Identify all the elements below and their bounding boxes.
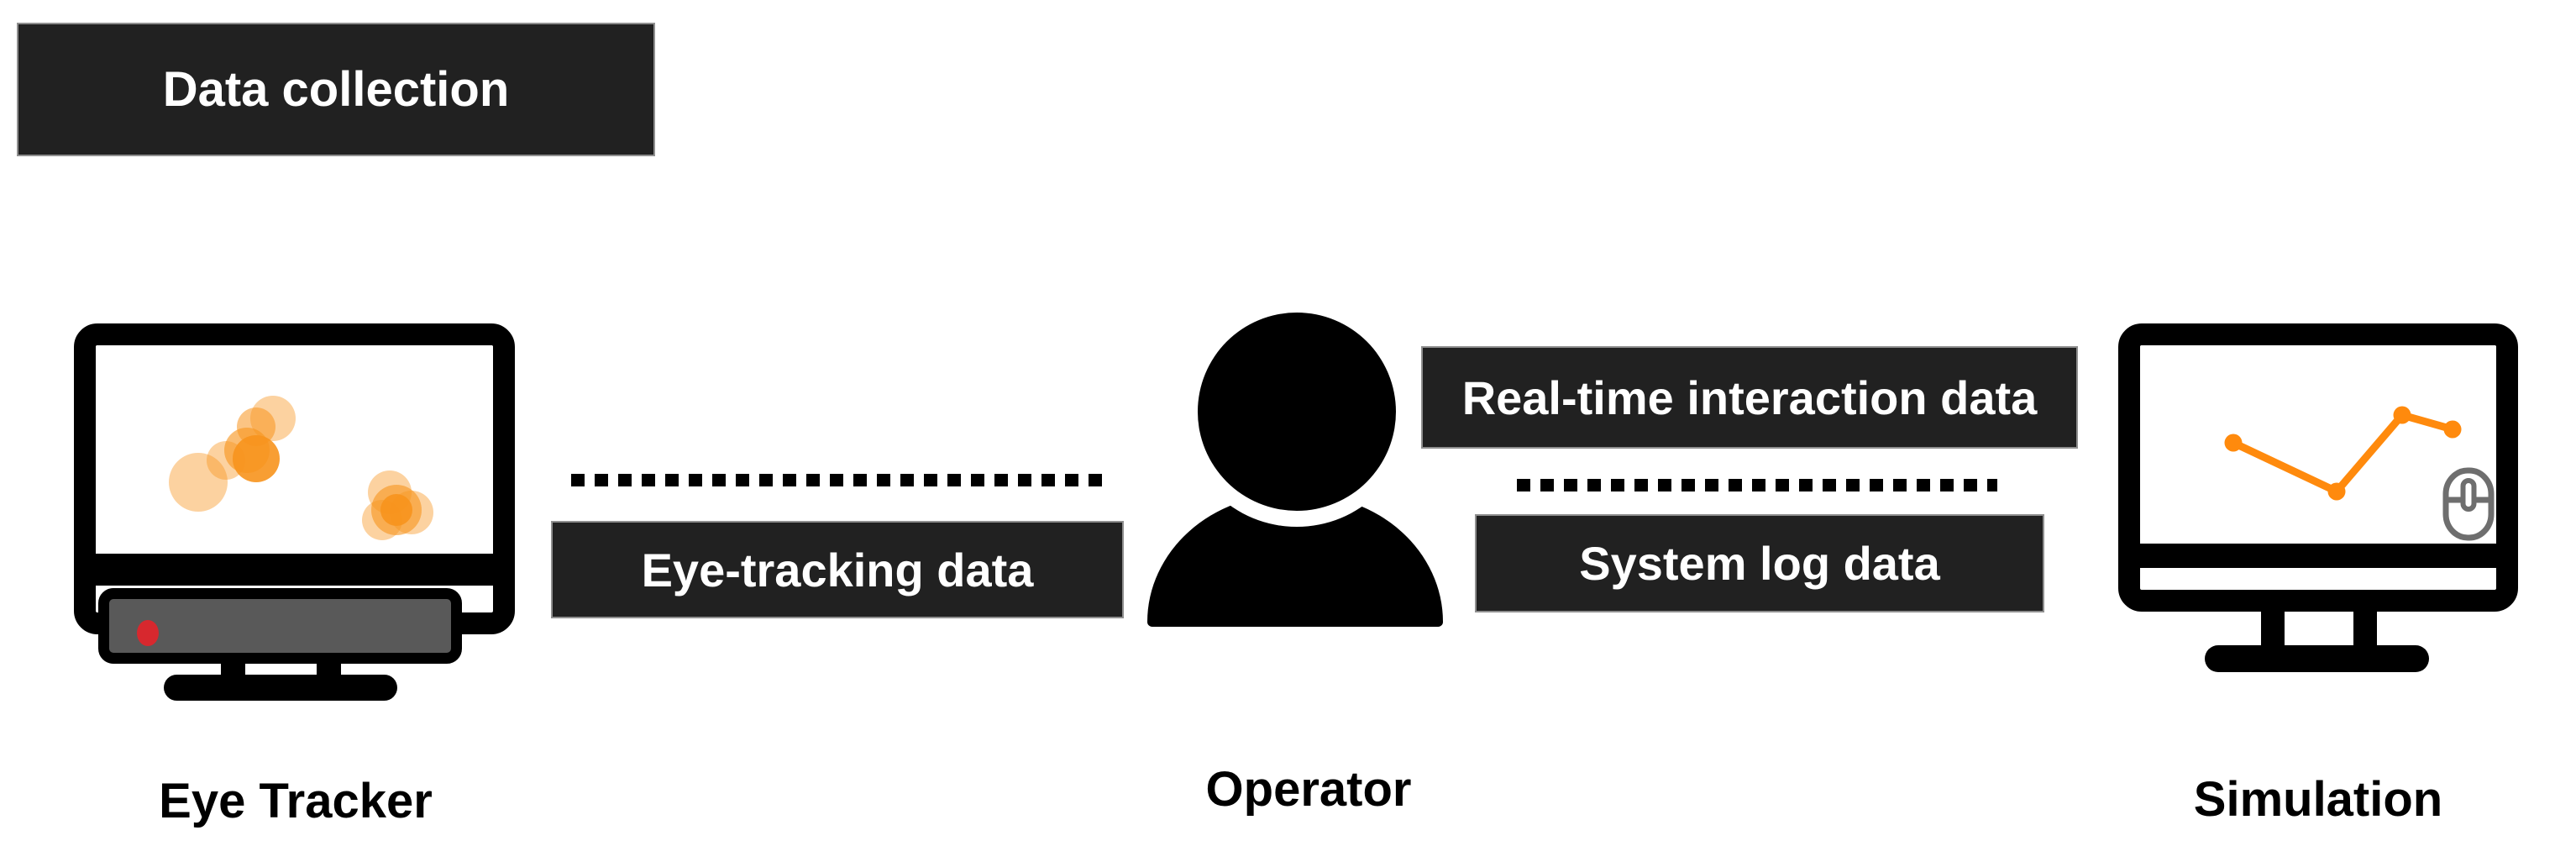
eye-tracking-data-label: Eye-tracking data (641, 543, 1034, 597)
simulation-stand-leg (2353, 612, 2377, 649)
simulation-bezel (2140, 544, 2496, 568)
eye-tracker-device-bar (98, 588, 462, 664)
eye-tracking-data-box: Eye-tracking data (551, 521, 1124, 618)
trace-point (2327, 482, 2346, 501)
realtime-interaction-data-box: Real-time interaction data (1421, 346, 2078, 449)
eye-tracker-stand-base (164, 675, 397, 701)
realtime-interaction-data-label: Real-time interaction data (1461, 371, 2038, 424)
system-log-data-label: System log data (1579, 537, 1940, 590)
simulation-stand-leg (2261, 612, 2285, 649)
simulation-label: Simulation (2193, 772, 2443, 827)
operator-label: Operator (1205, 762, 1412, 817)
operator-head-icon (1198, 313, 1396, 511)
eye-tracker-stand-leg (221, 659, 245, 677)
gaze-point (380, 494, 412, 526)
trace-line (2229, 410, 2457, 497)
gaze-point (169, 453, 228, 512)
data-collection-title-box: Data collection (17, 23, 655, 156)
eye-tracker-label: Eye Tracker (159, 774, 433, 828)
eye-tracker-bezel (96, 554, 493, 586)
gaze-heatmap-icon (169, 396, 433, 540)
system-log-data-box: System log data (1475, 514, 2044, 612)
simulation-monitor-icon (2118, 323, 2518, 612)
interaction-trace-icon (2224, 406, 2462, 501)
dotted-connector-eye-tracking (571, 474, 1102, 486)
trace-point (2393, 406, 2411, 424)
dotted-connector-system-log (1517, 479, 1997, 491)
eye-tracker-indicator-light (137, 620, 159, 646)
gaze-point (233, 435, 280, 482)
data-collection-title: Data collection (162, 62, 510, 117)
trace-point (2224, 434, 2243, 452)
eye-tracker-stand-leg (317, 659, 341, 677)
simulation-stand-base (2205, 645, 2429, 672)
trace-point (2443, 420, 2462, 439)
eye-tracker-screen (96, 345, 493, 554)
mouse-icon (2442, 467, 2495, 541)
simulation-screen (2140, 345, 2496, 544)
